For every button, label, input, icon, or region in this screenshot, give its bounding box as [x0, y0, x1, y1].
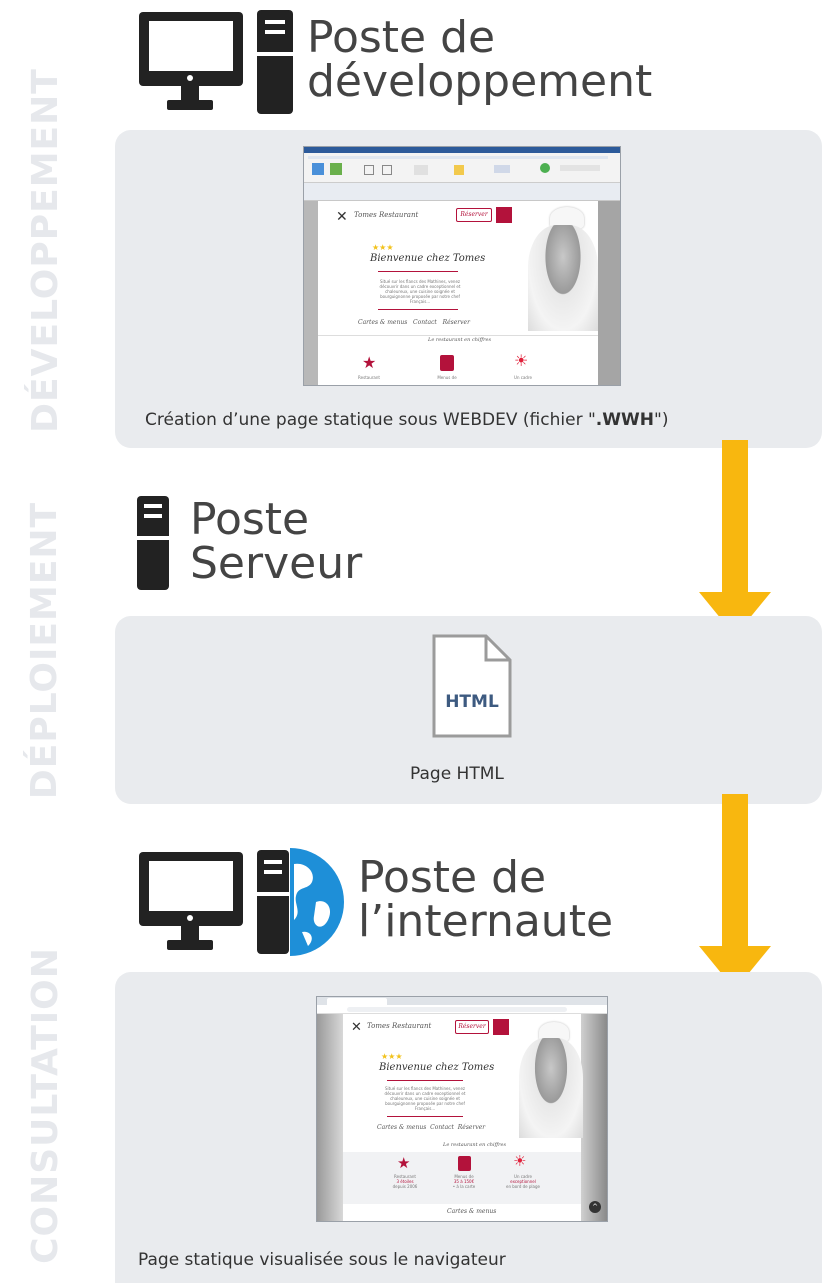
browser-welcome: Bienvenue chez Tomes: [379, 1062, 495, 1073]
scroll-top-button[interactable]: ^: [589, 1201, 601, 1213]
globe-icon: [290, 848, 344, 956]
browser-intro: Situé sur les flancs des Mathines, venez…: [384, 1086, 466, 1111]
client-title-line2: l’internaute: [358, 896, 614, 947]
server-title-line2: Serveur: [190, 538, 363, 589]
browser-brand: Tomes Restaurant: [367, 1022, 432, 1030]
server-title: Poste Serveur: [190, 498, 362, 586]
html-file-label: HTML: [445, 692, 499, 712]
mock-links: Cartes & menus Contact Réserver: [358, 319, 470, 326]
side-label-development: DÉVELOPPEMENT: [24, 67, 66, 433]
computer-icon: [139, 12, 243, 110]
client-computer-icon: [139, 852, 243, 950]
client-tower-icon: [257, 850, 289, 954]
consult-arrow-stem: [722, 794, 748, 950]
menu-icon: [440, 355, 454, 371]
server-tower-icon: [137, 496, 169, 590]
server-title-line1: Poste: [190, 494, 310, 545]
star-icon: ★: [362, 353, 377, 372]
browser-star-icon: ★: [397, 1154, 411, 1172]
side-label-consultation: CONSULTATION: [24, 946, 66, 1264]
mock-brand: Tomes Restaurant: [354, 211, 419, 219]
mock-reserve-button: Réserver: [456, 208, 492, 222]
browser-figures-title: Le restaurant en chiffres: [443, 1142, 507, 1148]
side-label-deployment: DÉPLOIEMENT: [24, 501, 66, 799]
browser-links: Cartes & menus Contact Réserver: [377, 1124, 486, 1131]
client-title: Poste de l’internaute: [358, 856, 613, 944]
browser-menu-icon: [458, 1156, 471, 1171]
mock-stars: ★★★: [372, 243, 394, 252]
browser-screenshot: ✕ Tomes Restaurant Réserver ★★★ Bienvenu…: [316, 996, 608, 1222]
sun-icon: ☀: [514, 351, 529, 370]
html-file-icon: HTML: [432, 634, 512, 738]
client-title-line1: Poste de: [358, 852, 547, 903]
server-caption: Page HTML: [410, 764, 504, 784]
mock-intro: Situé sur les flancs des Mathines, venez…: [379, 279, 461, 304]
browser-reserve-button: Réserver: [455, 1020, 489, 1034]
dev-title-line2: développement: [307, 56, 653, 107]
dev-title: Poste de développement: [307, 16, 652, 104]
mock-figures-title: Le restaurant en chiffres: [428, 337, 492, 343]
browser-footer-link: Cartes & menus: [447, 1208, 497, 1215]
browser-cutlery-icon: ✕: [351, 1020, 362, 1035]
dev-caption: Création d’une page statique sous WEBDEV…: [145, 410, 669, 430]
webdev-editor-screenshot: ✕ Tomes Restaurant Réserver ★★★ Bienvenu…: [303, 146, 621, 386]
cutlery-icon: ✕: [336, 209, 348, 225]
browser-stars: ★★★: [381, 1052, 403, 1061]
browser-sun-icon: ☀: [513, 1152, 527, 1170]
mock-welcome: Bienvenue chez Tomes: [370, 253, 486, 264]
tower-icon: [257, 10, 293, 114]
deploy-arrow-stem: [722, 440, 748, 596]
dev-title-line1: Poste de: [307, 12, 496, 63]
client-caption: Page statique visualisée sous le navigat…: [138, 1250, 506, 1270]
